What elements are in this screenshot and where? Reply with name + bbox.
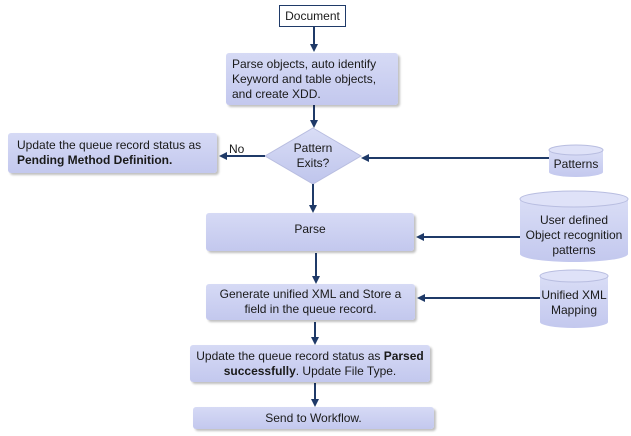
document-node: Document [279, 5, 346, 27]
generate-xml-node: Generate unified XML and Store a field i… [206, 284, 415, 320]
document-label: Document [285, 8, 340, 23]
unified-xml-label: Unified XML Mapping [541, 288, 607, 317]
decision-label: Pattern Exits? [293, 141, 333, 170]
workflow-node: Send to Workflow. [193, 407, 434, 429]
pending-status-label: Update the queue record status as Pendin… [17, 138, 211, 168]
pending-status-node: Update the queue record status as Pendin… [8, 133, 217, 173]
update-parsed-tail: . Update File Type. [295, 363, 397, 378]
parse-node: Parse [206, 213, 414, 251]
parse-objects-label: Parse objects, auto identify Keyword and… [232, 56, 377, 101]
patterns-datastore [548, 144, 604, 177]
generate-xml-label: Generate unified XML and Store a field i… [219, 287, 402, 316]
no-edge-label: No [229, 142, 245, 156]
user-defined-datastore [519, 190, 629, 262]
update-parsed-bold: Parsed successfully [223, 348, 424, 378]
update-parsed-label: Update the queue record status as Parsed… [196, 349, 424, 379]
workflow-label: Send to Workflow. [265, 410, 362, 425]
update-parsed-node: Update the queue record status as Parsed… [190, 345, 430, 382]
user-defined-label: User defined Object recognition patterns [525, 212, 623, 257]
parse-label: Parse [294, 221, 326, 236]
parse-objects-node: Parse objects, auto identify Keyword and… [226, 53, 398, 105]
unified-xml-datastore [539, 269, 609, 328]
update-parsed-text: Update the queue record status as [196, 348, 384, 363]
pending-status-text: Update the queue record status as [17, 138, 202, 152]
pending-status-bold: Pending Method Definition. [17, 153, 173, 167]
patterns-label: Patterns [553, 156, 599, 171]
